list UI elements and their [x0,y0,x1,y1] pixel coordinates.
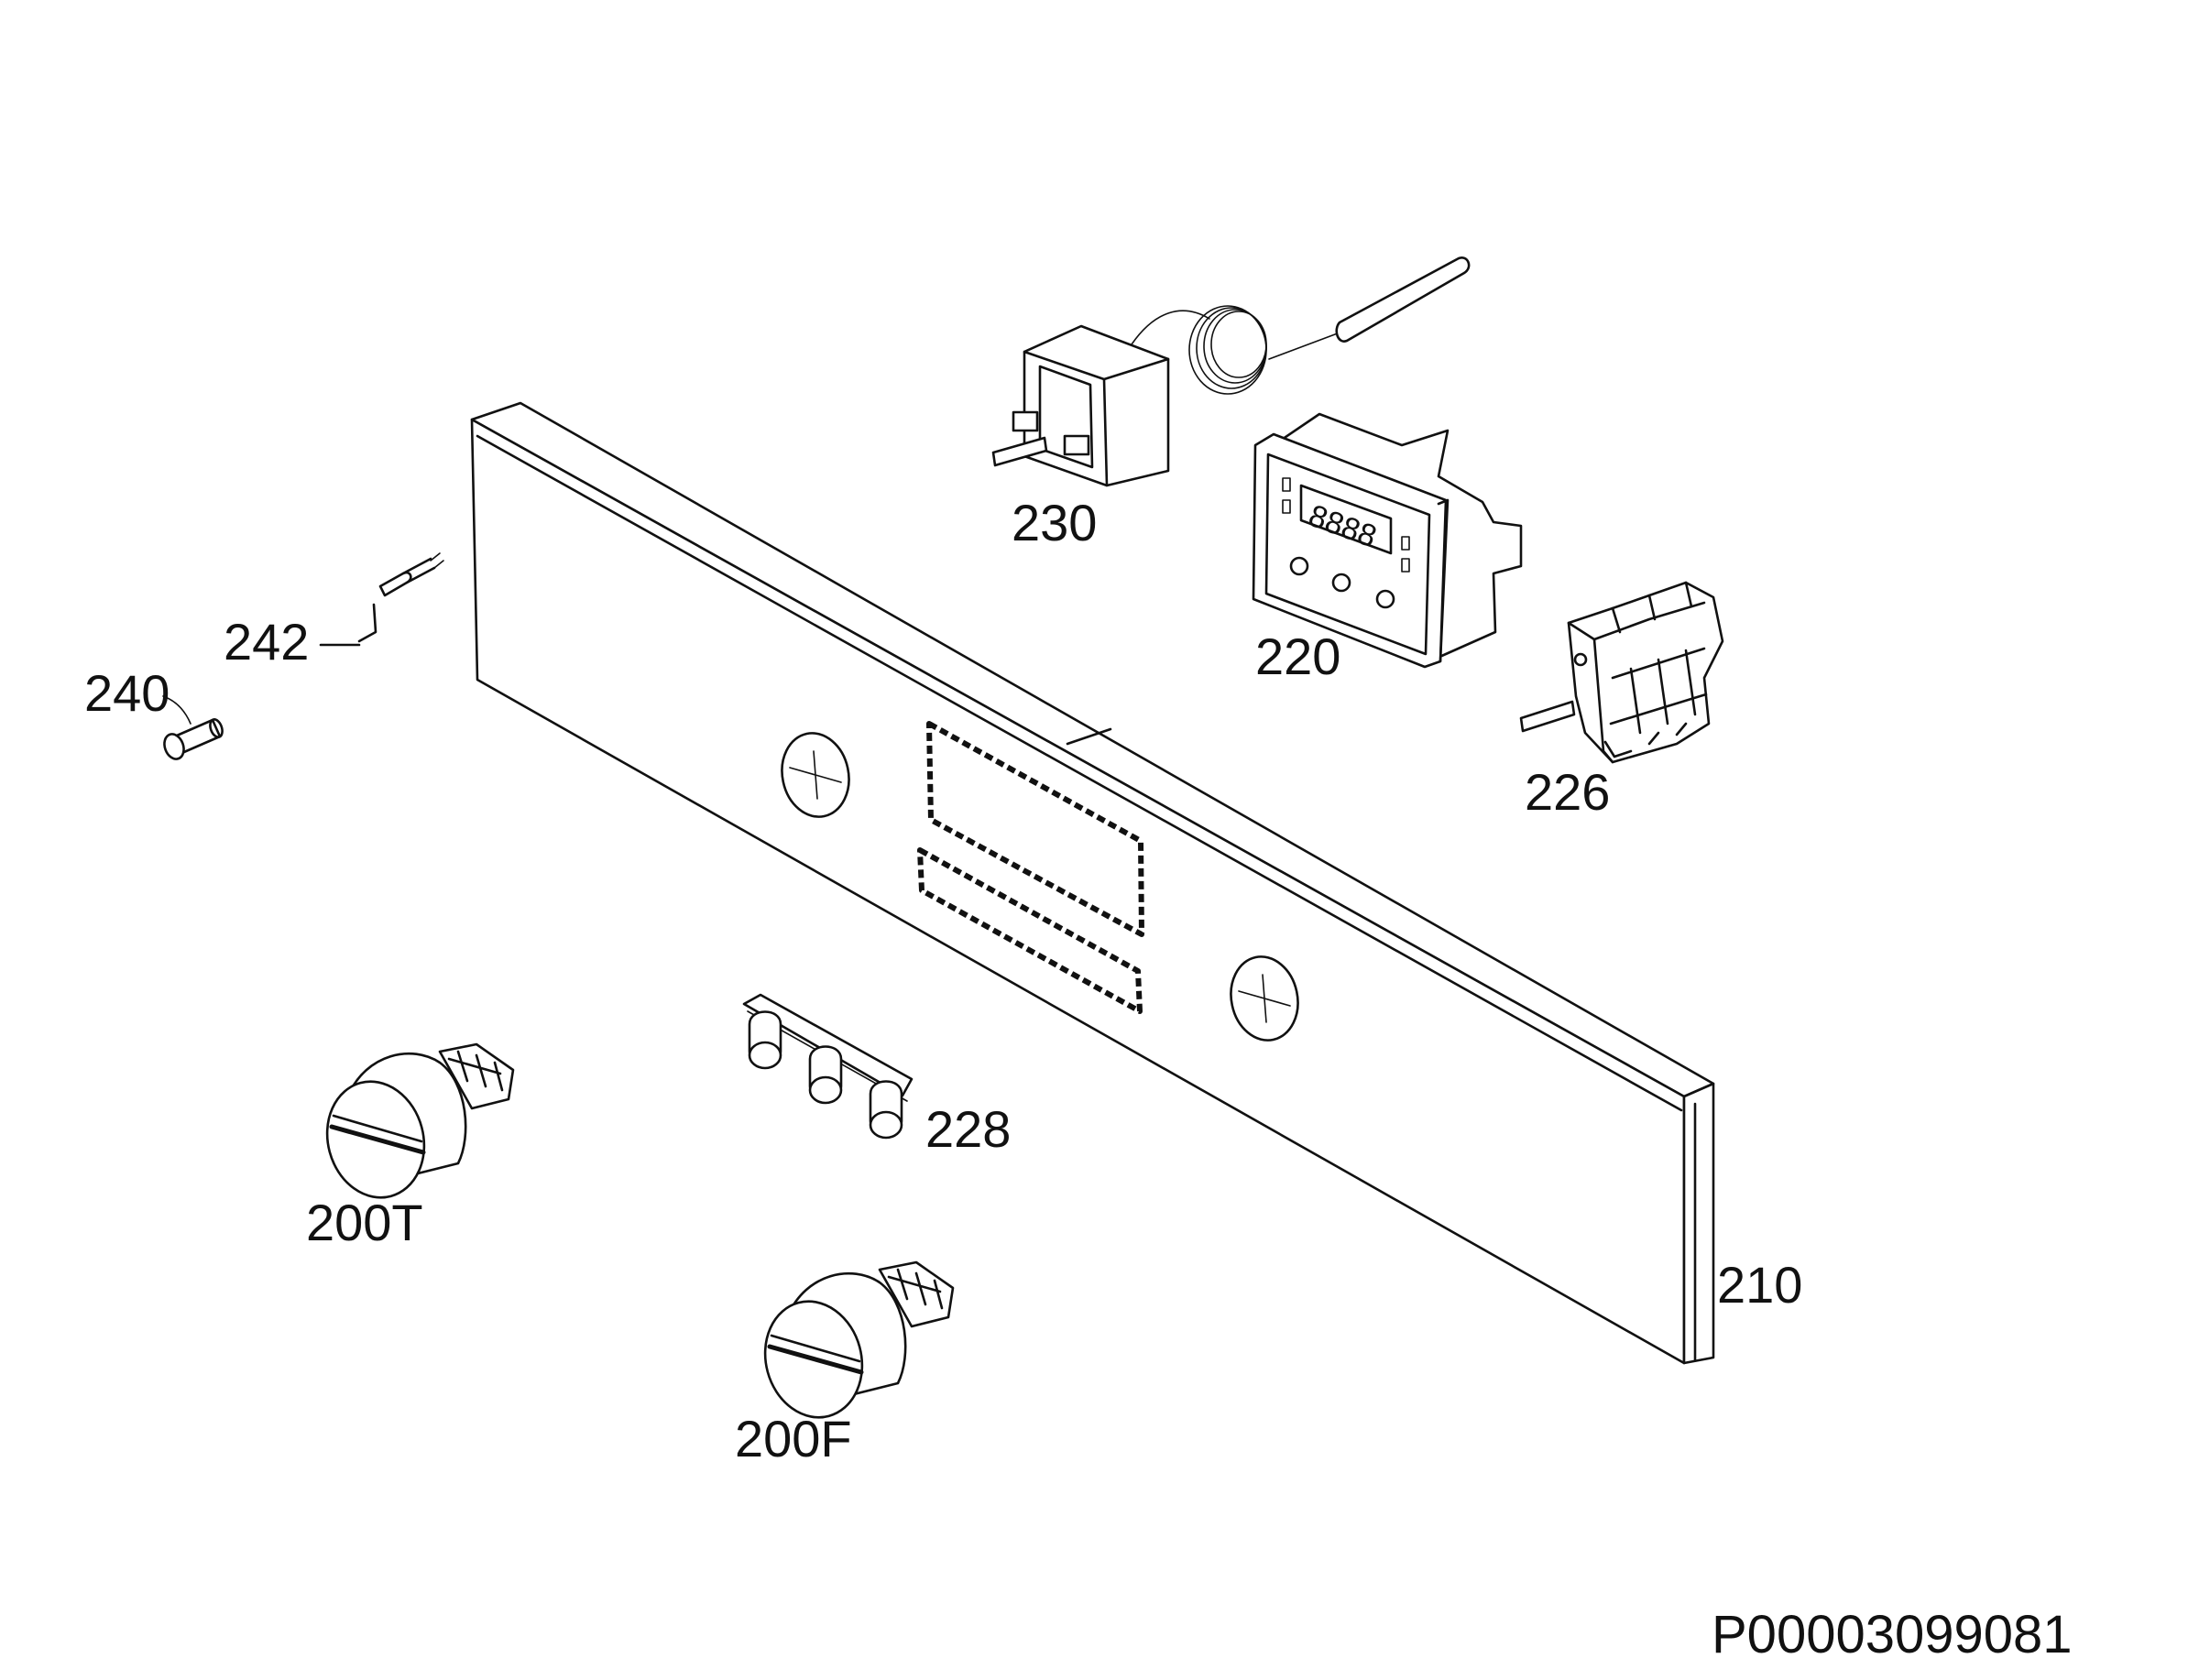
reference-code: P00003099081 [1712,1605,2073,1664]
lamp-wire-242 [319,552,444,647]
label-200F: 200F [735,1410,852,1467]
thermostat-230 [991,256,1471,487]
indicator-lamp-240 [162,695,224,760]
label-210: 210 [1717,1256,1802,1314]
knob-200T [325,1042,515,1199]
label-228: 228 [925,1100,1011,1158]
control-panel-210 [470,401,1715,1365]
label-242: 242 [224,613,309,671]
label-220: 220 [1255,627,1340,685]
knob-200F [763,1260,955,1419]
label-240: 240 [84,664,170,722]
timer-220: 8888 [1252,412,1523,669]
label-230: 230 [1012,494,1097,551]
label-200T: 200T [306,1194,423,1251]
selector-switch-226 [1519,581,1724,764]
push-buttons-228 [742,993,914,1140]
label-226: 226 [1525,763,1610,821]
part-labels: 230 220 226 242 240 228 200T 200F 210 [84,494,1802,1467]
